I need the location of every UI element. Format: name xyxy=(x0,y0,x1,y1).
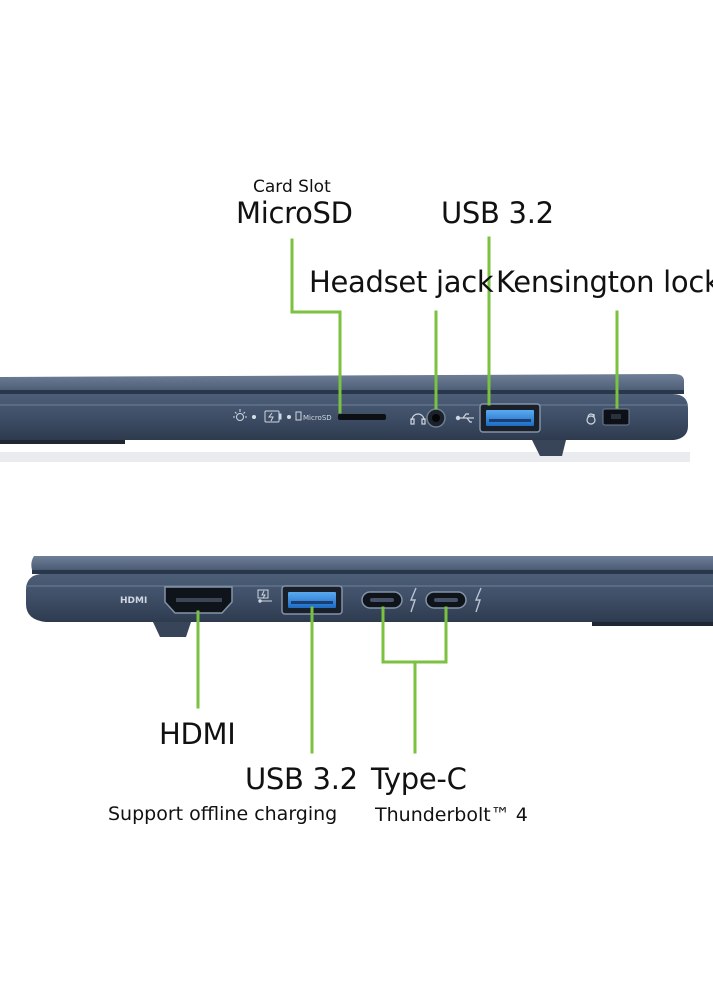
headset-jack-label: Headset jack xyxy=(309,265,494,299)
headset-icon xyxy=(410,413,426,425)
storage-icon xyxy=(295,411,302,421)
hdmi-logo: HDMI xyxy=(120,596,147,606)
vent-grille xyxy=(0,440,125,444)
laptop-left-side: HDMI xyxy=(26,556,713,637)
laptop-right-side: MicroSD xyxy=(0,374,690,462)
usb-icon xyxy=(455,413,474,423)
power-light-icon xyxy=(233,409,247,421)
callout-lines xyxy=(196,236,619,754)
usb-bottom-label: USB 3.2 xyxy=(245,762,358,796)
usb-a-port-right[interactable] xyxy=(479,403,541,433)
type-c-label: Type-C xyxy=(371,762,467,796)
microsd-slot[interactable] xyxy=(338,414,386,420)
type-c-port-1[interactable] xyxy=(361,591,403,609)
microsd-marking: MicroSD xyxy=(303,414,332,422)
thunderbolt-label: Thunderbolt™ 4 xyxy=(375,804,528,826)
lock-icon xyxy=(586,413,596,425)
card-slot-label: Card Slot xyxy=(253,177,331,197)
hdmi-label: HDMI xyxy=(159,717,236,751)
usb-top-label: USB 3.2 xyxy=(441,196,554,230)
offline-charging-label: Support offline charging xyxy=(108,803,338,825)
microsd-label: MicroSD xyxy=(236,196,353,230)
thunderbolt-icon-2 xyxy=(474,587,482,613)
usb-charge-icon xyxy=(257,589,272,603)
vent-grille-left xyxy=(592,622,713,626)
kensington-lock-label: Kensington lock xyxy=(496,265,713,299)
thunderbolt-icon xyxy=(409,587,417,613)
type-c-port-2[interactable] xyxy=(425,591,467,609)
hdmi-port[interactable] xyxy=(164,586,233,614)
usb-a-port-left[interactable] xyxy=(281,585,343,615)
headset-jack[interactable] xyxy=(426,408,446,428)
battery-charge-icon xyxy=(264,410,282,423)
microsd-callout xyxy=(290,238,342,414)
